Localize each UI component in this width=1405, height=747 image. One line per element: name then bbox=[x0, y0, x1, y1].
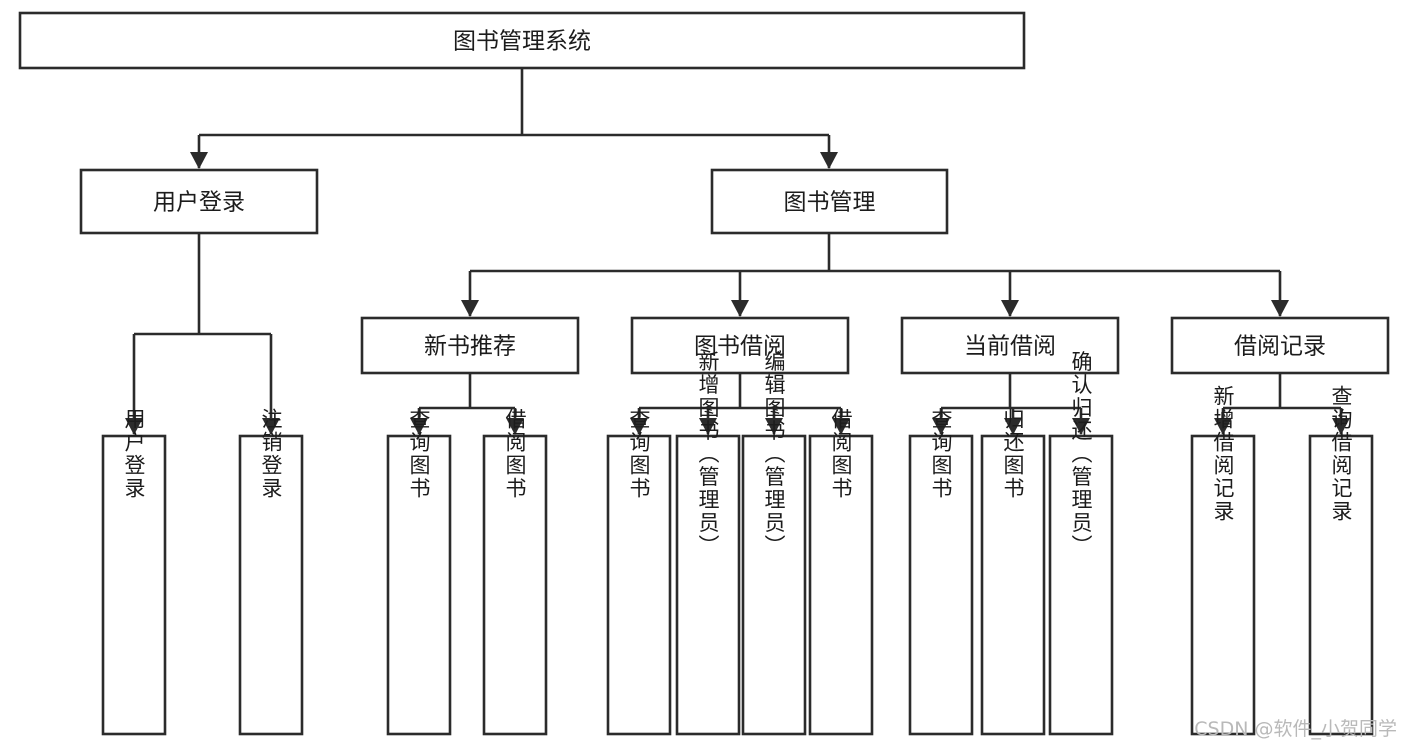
node-leaf-query-book-borrow[interactable]: 查询图书 bbox=[606, 408, 672, 736]
arrow-down-icon bbox=[506, 418, 524, 435]
node-outline bbox=[675, 434, 741, 736]
node-outline bbox=[79, 168, 319, 235]
arrow-down-icon bbox=[820, 152, 838, 169]
node-label: 图书借阅 bbox=[694, 334, 786, 360]
node-outline bbox=[710, 168, 949, 235]
node-borrow-record[interactable]: 借阅记录 bbox=[1170, 316, 1390, 375]
node-label: 用户登录 bbox=[122, 408, 146, 500]
arrow-down-icon bbox=[731, 300, 749, 317]
node-label: 查询图书 bbox=[929, 408, 953, 500]
node-label: 当前借阅 bbox=[964, 334, 1056, 360]
node-label: 查询借阅记录 bbox=[1329, 385, 1353, 523]
arrow-down-icon bbox=[932, 418, 950, 435]
node-outline bbox=[1308, 434, 1374, 736]
node-outline bbox=[1170, 316, 1390, 375]
connector-layer bbox=[125, 68, 1350, 435]
node-outline bbox=[630, 316, 850, 375]
node-outline bbox=[900, 316, 1120, 375]
node-leaf-add-book-admin[interactable]: 新增图书（管理员） bbox=[675, 351, 741, 736]
arrow-down-icon bbox=[832, 418, 850, 435]
node-label: 归还图书 bbox=[1001, 408, 1025, 500]
node-current-borrow[interactable]: 当前借阅 bbox=[900, 316, 1120, 375]
node-outline bbox=[360, 316, 580, 375]
node-layer: 图书管理系统用户登录图书管理新书推荐图书借阅当前借阅借阅记录用户登录注销登录查询… bbox=[18, 11, 1390, 736]
node-label: 图书管理系统 bbox=[453, 29, 591, 55]
arrow-down-icon bbox=[262, 418, 280, 435]
node-leaf-borrow-book[interactable]: 借阅图书 bbox=[808, 408, 874, 736]
arrow-down-icon bbox=[699, 418, 717, 435]
node-leaf-query-borrow-record[interactable]: 查询借阅记录 bbox=[1308, 385, 1374, 736]
node-label: 新增图书（管理员） bbox=[696, 351, 720, 558]
node-leaf-add-borrow-record[interactable]: 新增借阅记录 bbox=[1190, 385, 1256, 736]
node-outline bbox=[482, 434, 548, 736]
node-outline bbox=[980, 434, 1046, 736]
node-book-management[interactable]: 图书管理 bbox=[710, 168, 949, 235]
node-label: 编辑图书（管理员） bbox=[762, 351, 786, 558]
node-outline bbox=[101, 434, 167, 736]
arrow-down-icon bbox=[1332, 418, 1350, 435]
node-box[interactable]: 图书管理系统 bbox=[18, 11, 1026, 70]
node-outline bbox=[741, 434, 807, 736]
arrow-down-icon bbox=[1001, 300, 1019, 317]
node-label: 借阅记录 bbox=[1234, 334, 1326, 360]
arrow-down-icon bbox=[125, 418, 143, 435]
node-label: 借阅图书 bbox=[503, 408, 527, 500]
node-outline bbox=[238, 434, 304, 736]
node-outline bbox=[1190, 434, 1256, 736]
arrow-down-icon bbox=[190, 152, 208, 169]
node-leaf-user-login[interactable]: 用户登录 bbox=[101, 408, 167, 736]
arrow-down-icon bbox=[1214, 418, 1232, 435]
node-outline bbox=[1048, 434, 1114, 736]
node-outline bbox=[606, 434, 672, 736]
node-leaf-confirm-return-admin[interactable]: 确认归还（管理员） bbox=[1048, 351, 1114, 736]
node-label: 借阅图书 bbox=[829, 408, 853, 500]
node-label: 查询图书 bbox=[627, 408, 651, 500]
node-leaf-edit-book-admin[interactable]: 编辑图书（管理员） bbox=[741, 351, 807, 736]
node-outline bbox=[386, 434, 452, 736]
node-leaf-logout[interactable]: 注销登录 bbox=[238, 408, 304, 736]
node-leaf-return-book[interactable]: 归还图书 bbox=[980, 408, 1046, 736]
node-label: 确认归还（管理员） bbox=[1069, 351, 1093, 558]
arrow-down-icon bbox=[765, 418, 783, 435]
node-leaf-query-book-current[interactable]: 查询图书 bbox=[908, 408, 974, 736]
node-new-book-recommend[interactable]: 新书推荐 bbox=[360, 316, 580, 375]
node-outline bbox=[908, 434, 974, 736]
node-label: 用户登录 bbox=[153, 190, 245, 216]
node-label: 图书管理 bbox=[784, 190, 876, 216]
arrow-down-icon bbox=[410, 418, 428, 435]
arrow-down-icon bbox=[1072, 418, 1090, 435]
node-leaf-query-book-recommend[interactable]: 查询图书 bbox=[386, 408, 452, 736]
arrow-down-icon bbox=[1004, 418, 1022, 435]
arrow-down-icon bbox=[461, 300, 479, 317]
node-outline bbox=[808, 434, 874, 736]
node-user-login[interactable]: 用户登录 bbox=[79, 168, 319, 235]
node-label: 新书推荐 bbox=[424, 334, 516, 360]
arrow-down-icon bbox=[630, 418, 648, 435]
node-book-borrow[interactable]: 图书借阅 bbox=[630, 316, 850, 375]
arrow-down-icon bbox=[1271, 300, 1289, 317]
node-label: 注销登录 bbox=[259, 408, 283, 500]
node-label: 新增借阅记录 bbox=[1211, 385, 1235, 523]
node-leaf-borrow-book-recommend[interactable]: 借阅图书 bbox=[482, 408, 548, 736]
node-outline bbox=[18, 11, 1026, 70]
node-label: 查询图书 bbox=[407, 408, 431, 500]
